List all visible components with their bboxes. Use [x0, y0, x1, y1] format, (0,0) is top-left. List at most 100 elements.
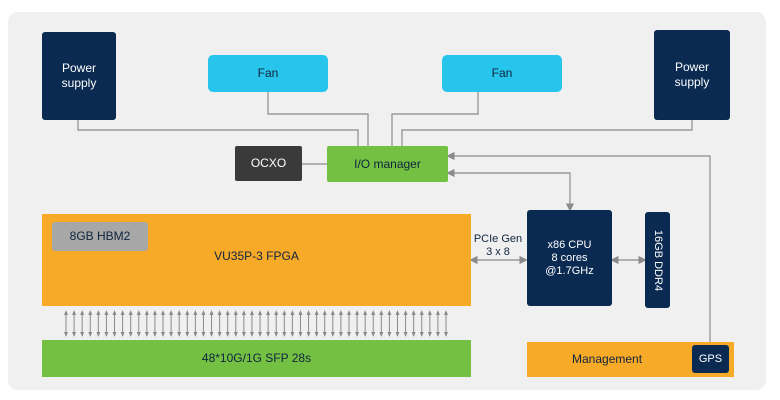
- bus-arrow-head-up: [177, 310, 182, 315]
- bus-arrow-head-down: [258, 332, 263, 337]
- bus-arrow-head-up: [201, 310, 206, 315]
- ocxo-label: OCXO: [250, 156, 287, 170]
- bus-arrow-head-down: [120, 332, 125, 337]
- bus-arrow-head-up: [403, 310, 408, 315]
- bus-arrow-head-up: [64, 310, 68, 315]
- fan-right: Fan: [442, 55, 562, 92]
- bus-arrow-head-down: [144, 332, 149, 337]
- bus-arrow-head-up: [193, 310, 198, 315]
- bus-arrow-head-up: [169, 310, 174, 315]
- bus-arrow-head-down: [282, 332, 287, 337]
- bus-arrow-head-up: [306, 310, 311, 315]
- fpga-label: VU35P-3 FPGA: [214, 248, 299, 263]
- bus-arrow-head-up: [419, 310, 424, 315]
- power-supply-right-label: Power supply: [674, 60, 710, 89]
- bus-arrow-head-down: [233, 332, 238, 337]
- bus-arrow-head-up: [274, 310, 279, 315]
- bus-arrow-head-down: [185, 332, 190, 337]
- hbm2-label: 8GB HBM2: [69, 229, 131, 243]
- bus-arrow-head-down: [322, 332, 327, 337]
- bus-arrow-head-down: [72, 332, 77, 337]
- bus-arrow-head-down: [96, 332, 101, 337]
- io-manager: I/O manager: [327, 146, 448, 182]
- io-to-gps-line: [446, 151, 711, 345]
- bus-arrow-head-down: [249, 332, 254, 337]
- fan-left-to-io-line: [267, 92, 369, 146]
- bus-arrow-head-down: [346, 332, 351, 337]
- bus-arrow-head-down: [330, 332, 335, 337]
- bus-arrow-head-up: [72, 310, 77, 315]
- pcie-label: PCIe Gen 3 x 8: [473, 233, 523, 258]
- bus-arrow-head-down: [371, 332, 376, 337]
- bus-arrow-head-down: [355, 332, 360, 337]
- bus-arrow-head-down: [314, 332, 319, 337]
- bus-arrow-head-up: [144, 310, 149, 315]
- bus-arrow-head-up: [282, 310, 287, 315]
- bus-arrow-head-down: [161, 332, 166, 337]
- bus-arrow-head-down: [80, 332, 85, 337]
- bus-arrow-head-down: [379, 332, 384, 337]
- fpga-sfp-bus-arrows: [64, 310, 448, 337]
- io-to-cpu-line: [446, 168, 575, 212]
- fan-left-label: Fan: [257, 66, 279, 80]
- bus-arrow-head-up: [217, 310, 222, 315]
- bus-arrow-head-down: [225, 332, 230, 337]
- bus-arrow-head-down: [290, 332, 295, 337]
- bus-arrow-head-up: [379, 310, 384, 315]
- gps-label: GPS: [698, 352, 723, 365]
- power-supply-left: Power supply: [42, 32, 116, 120]
- bus-arrow-head-up: [120, 310, 125, 315]
- bus-arrow-head-up: [225, 310, 230, 315]
- bus-arrow-head-up: [371, 310, 376, 315]
- bus-arrow-head-down: [209, 332, 214, 337]
- bus-arrow-head-up: [387, 310, 392, 315]
- x86-cpu: x86 CPU 8 cores @1.7GHz: [527, 210, 612, 306]
- bus-arrow-head-up: [112, 310, 117, 315]
- bus-arrow-head-down: [403, 332, 408, 337]
- bus-arrow-head-down: [266, 332, 271, 337]
- bus-arrow-head-up: [346, 310, 351, 315]
- bus-arrow-head-up: [427, 310, 432, 315]
- bus-arrow-head-up: [136, 310, 141, 315]
- bus-arrow-head-up: [161, 310, 166, 315]
- bus-arrow-head-down: [411, 332, 416, 337]
- bus-arrow-head-down: [169, 332, 174, 337]
- bus-arrow-head-up: [314, 310, 319, 315]
- bus-arrow-head-down: [201, 332, 206, 337]
- bus-arrow-head-up: [338, 310, 343, 315]
- bus-arrow-head-down: [435, 332, 440, 337]
- gps: GPS: [692, 345, 729, 373]
- sfp-ports: 48*10G/1G SFP 28s: [42, 340, 471, 377]
- bus-arrow-head-up: [258, 310, 263, 315]
- ddr4: 16GB DDR4: [645, 212, 670, 308]
- bus-arrow-head-up: [444, 310, 448, 315]
- bus-arrow-head-up: [233, 310, 238, 315]
- bus-arrow-head-down: [427, 332, 432, 337]
- bus-arrow-head-up: [298, 310, 303, 315]
- ddr4-label: 16GB DDR4: [652, 229, 665, 291]
- bus-arrow-head-down: [177, 332, 182, 337]
- bus-arrow-head-up: [88, 310, 93, 315]
- bus-arrow-head-down: [88, 332, 93, 337]
- fan-right-to-io-line: [391, 92, 479, 146]
- bus-arrow-head-up: [185, 310, 190, 315]
- ocxo: OCXO: [235, 146, 302, 181]
- bus-arrow-head-down: [298, 332, 303, 337]
- bus-arrow-head-up: [411, 310, 416, 315]
- bus-arrow-head-up: [241, 310, 246, 315]
- bus-arrow-head-down: [193, 332, 198, 337]
- bus-arrow-head-down: [136, 332, 141, 337]
- bus-arrow-head-up: [290, 310, 295, 315]
- bus-arrow-head-down: [387, 332, 392, 337]
- bus-arrow-head-up: [363, 310, 368, 315]
- power-right-to-io-line: [401, 120, 693, 146]
- bus-arrow-head-down: [338, 332, 343, 337]
- bus-arrow-head-up: [330, 310, 335, 315]
- io-manager-label: I/O manager: [354, 156, 421, 171]
- bus-arrow-head-up: [104, 310, 109, 315]
- fan-right-label: Fan: [491, 66, 513, 80]
- bus-arrow-head-down: [274, 332, 279, 337]
- hbm2: 8GB HBM2: [52, 222, 148, 251]
- bus-arrow-head-down: [152, 332, 157, 337]
